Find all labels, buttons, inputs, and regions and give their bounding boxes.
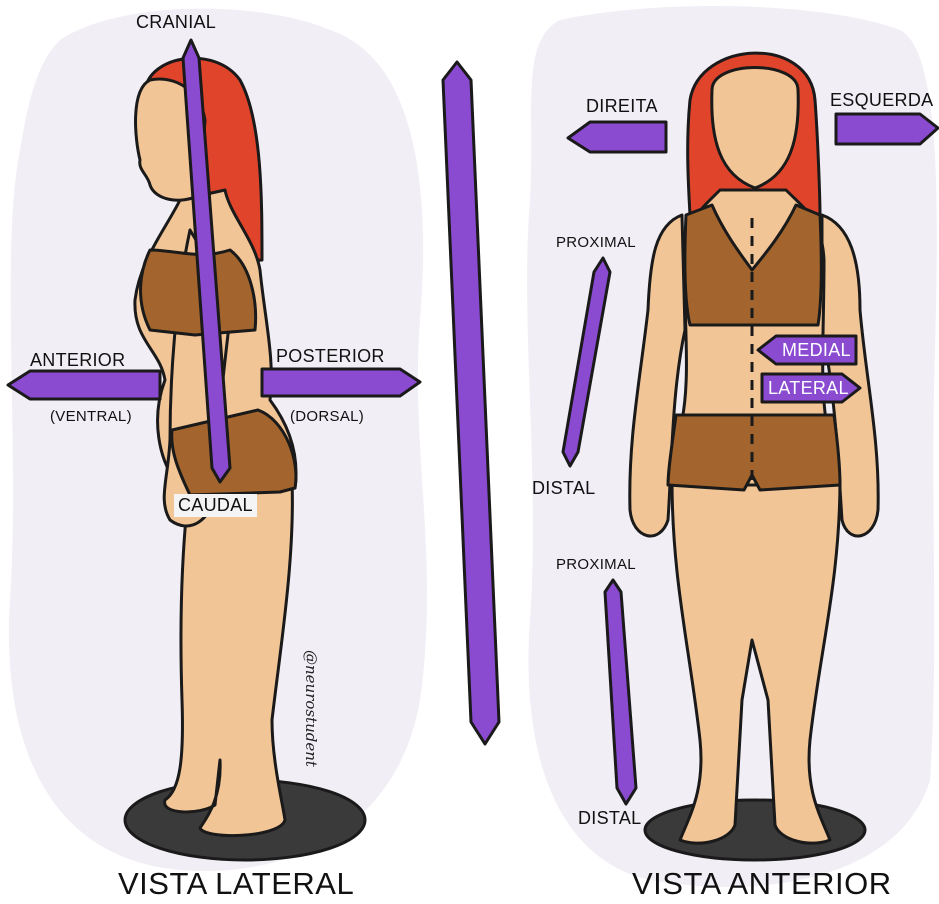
central-divider-arrow xyxy=(443,62,499,744)
distal-lower-label: DISTAL xyxy=(578,808,641,829)
posterior-arrow xyxy=(262,369,420,396)
distal-upper-label: DISTAL xyxy=(532,478,595,499)
anterior-arrow xyxy=(8,371,160,399)
proximal-lower-label: PROXIMAL xyxy=(556,556,636,573)
direita-arrow xyxy=(568,122,666,152)
lateral-view-title: VISTA LATERAL xyxy=(118,866,354,902)
ventral-label: (VENTRAL) xyxy=(50,408,132,425)
esquerda-arrow xyxy=(836,114,938,144)
medial-label: MEDIAL xyxy=(782,340,851,361)
lateral-label: LATERAL xyxy=(768,378,849,399)
cranial-label: CRANIAL xyxy=(136,12,216,33)
posterior-label: POSTERIOR xyxy=(276,346,385,367)
direita-label: DIREITA xyxy=(586,96,658,117)
lateral-legs xyxy=(165,480,293,836)
caudal-label: CAUDAL xyxy=(174,494,257,517)
anterior-label: ANTERIOR xyxy=(30,350,125,371)
watermark-signature: @neurostudent xyxy=(302,650,320,767)
anterior-base xyxy=(645,800,865,860)
dorsal-label: (DORSAL) xyxy=(290,408,364,425)
esquerda-label: ESQUERDA xyxy=(830,90,933,111)
proximal-upper-label: PROXIMAL xyxy=(556,234,636,251)
anterior-view-title: VISTA ANTERIOR xyxy=(632,866,892,902)
anterior-shorts xyxy=(668,415,840,490)
